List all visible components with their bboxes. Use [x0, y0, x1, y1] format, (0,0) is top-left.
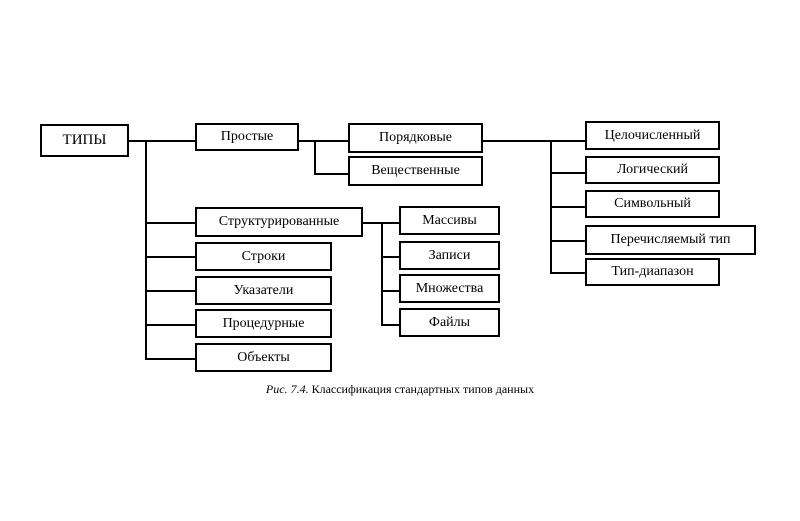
node-boolean: Логический	[585, 156, 720, 184]
node-real: Вещественные	[348, 156, 483, 186]
node-char: Символьный	[585, 190, 720, 218]
node-ordinal: Порядковые	[348, 123, 483, 153]
connector-root-trunk	[128, 140, 146, 142]
connector-to-structured	[145, 222, 195, 224]
node-structured: Структурированные	[195, 207, 363, 237]
node-procedural: Процедурные	[195, 309, 332, 338]
node-types: ТИПЫ	[40, 124, 129, 157]
figure-caption: Рис. 7.4. Классификация стандартных типо…	[0, 382, 800, 397]
connector-to-objects	[145, 358, 195, 360]
connector-ordinal-trunk	[483, 140, 585, 142]
connector-simple-trunk	[299, 140, 348, 142]
connector-to-pointers	[145, 290, 195, 292]
connector-to-real	[314, 173, 348, 175]
connector-to-enum	[550, 240, 585, 242]
connector-to-records	[381, 256, 399, 258]
connector-to-strings	[145, 256, 195, 258]
node-objects: Объекты	[195, 343, 332, 372]
node-integer: Целочисленный	[585, 121, 720, 150]
node-enum: Перечисляемый тип	[585, 225, 756, 255]
node-range: Тип-диапазон	[585, 258, 720, 286]
node-files: Файлы	[399, 308, 500, 337]
connector-to-simple	[145, 140, 195, 142]
node-sets: Множества	[399, 274, 500, 303]
node-strings: Строки	[195, 242, 332, 271]
connector-to-range	[550, 272, 585, 274]
connector-to-files	[381, 324, 399, 326]
node-records: Записи	[399, 241, 500, 270]
connector-to-boolean	[550, 172, 585, 174]
connector-root-vertical	[145, 140, 147, 360]
figure-caption-text: Классификация стандартных типов данных	[311, 382, 535, 396]
node-simple: Простые	[195, 123, 299, 151]
node-arrays: Массивы	[399, 206, 500, 235]
figure-caption-label: Рис. 7.4.	[265, 382, 309, 396]
connector-simple-vertical	[314, 140, 316, 174]
connector-structured-vertical	[381, 222, 383, 324]
connector-to-procedural	[145, 324, 195, 326]
connector-to-sets	[381, 290, 399, 292]
connector-to-char	[550, 206, 585, 208]
node-pointers: Указатели	[195, 276, 332, 305]
